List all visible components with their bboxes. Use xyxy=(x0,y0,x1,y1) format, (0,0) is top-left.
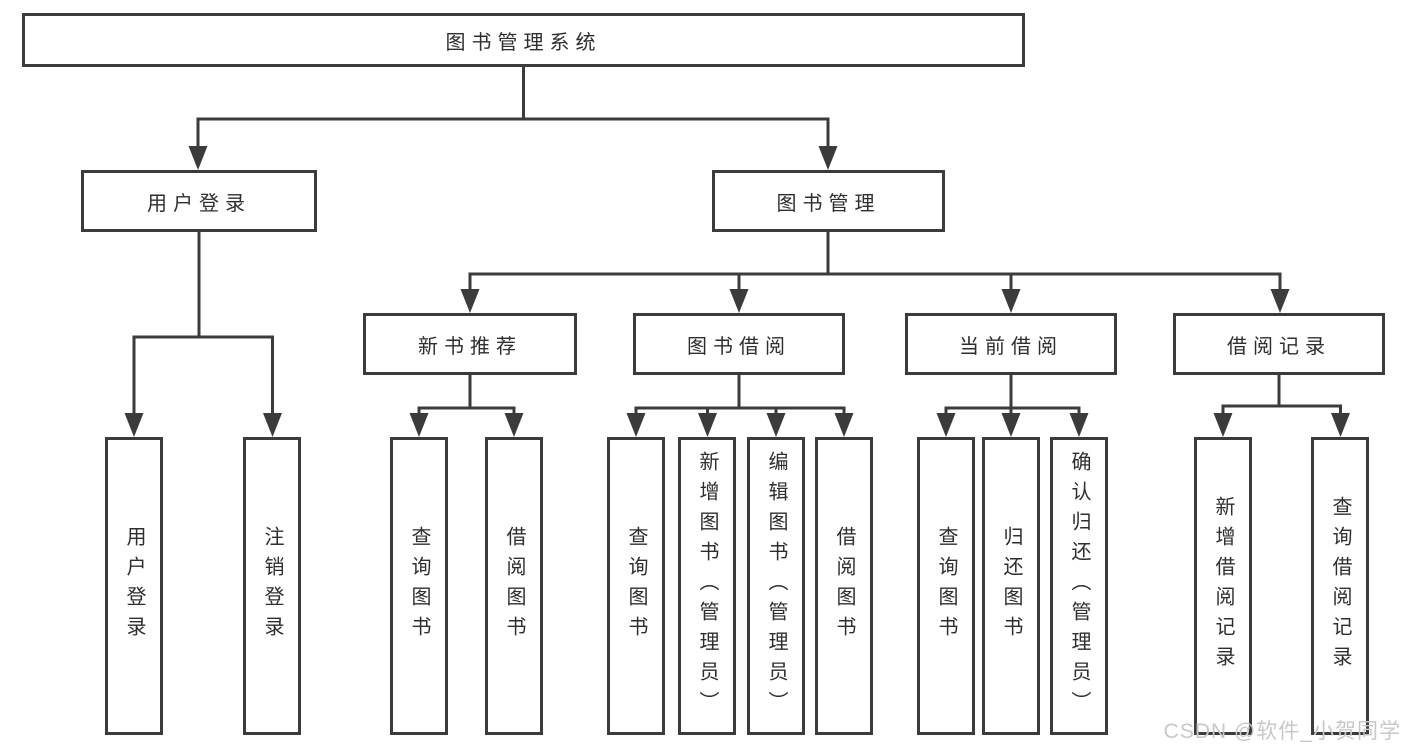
node-book-management: 图书管理 xyxy=(712,170,945,232)
leaf-return-book: 归还图书 xyxy=(982,437,1040,735)
leaf-label: 用户登录 xyxy=(123,526,145,646)
leaf-edit-book-admin: 编辑图书（管理员） xyxy=(747,437,805,735)
node-book-borrowing: 图书借阅 xyxy=(633,313,845,375)
leaf-label: 查询图书 xyxy=(625,526,647,646)
leaf-label: 查询图书 xyxy=(408,526,430,646)
leaf-query-books-current: 查询图书 xyxy=(917,437,975,735)
leaf-borrow-books-recommend: 借阅图书 xyxy=(485,437,543,735)
csdn-watermark: CSDN @软件_小贺同学 xyxy=(1163,720,1401,743)
tree-edges xyxy=(132,67,1342,417)
leaf-query-borrow-record: 查询借阅记录 xyxy=(1311,437,1369,735)
leaf-query-books-recommend: 查询图书 xyxy=(390,437,448,735)
arrowhead-icons xyxy=(124,146,1350,437)
leaf-label: 编辑图书（管理员） xyxy=(765,451,787,721)
leaf-label: 新增借阅记录 xyxy=(1212,496,1234,676)
leaf-borrow-books: 借阅图书 xyxy=(815,437,873,735)
node-current-borrowing: 当前借阅 xyxy=(905,313,1117,375)
leaf-logout: 注销登录 xyxy=(243,437,301,735)
leaf-label: 借阅图书 xyxy=(503,526,525,646)
leaf-label: 查询借阅记录 xyxy=(1329,496,1351,676)
node-borrowing-records: 借阅记录 xyxy=(1173,313,1385,375)
leaf-label: 归还图书 xyxy=(1000,526,1022,646)
leaf-label: 新增图书（管理员） xyxy=(696,451,718,721)
leaf-query-books-borrow: 查询图书 xyxy=(607,437,665,735)
leaf-add-borrow-record: 新增借阅记录 xyxy=(1194,437,1252,735)
node-user-login: 用户登录 xyxy=(81,170,317,232)
leaf-label: 借阅图书 xyxy=(833,526,855,646)
leaf-confirm-return-admin: 确认归还（管理员） xyxy=(1050,437,1108,735)
leaf-user-login: 用户登录 xyxy=(105,437,163,735)
node-new-book-recommendation: 新书推荐 xyxy=(363,313,577,375)
leaf-label: 查询图书 xyxy=(935,526,957,646)
leaf-label: 注销登录 xyxy=(261,526,283,646)
leaf-add-book-admin: 新增图书（管理员） xyxy=(678,437,736,735)
node-library-management-system: 图书管理系统 xyxy=(22,13,1025,67)
leaf-label: 确认归还（管理员） xyxy=(1068,451,1090,721)
